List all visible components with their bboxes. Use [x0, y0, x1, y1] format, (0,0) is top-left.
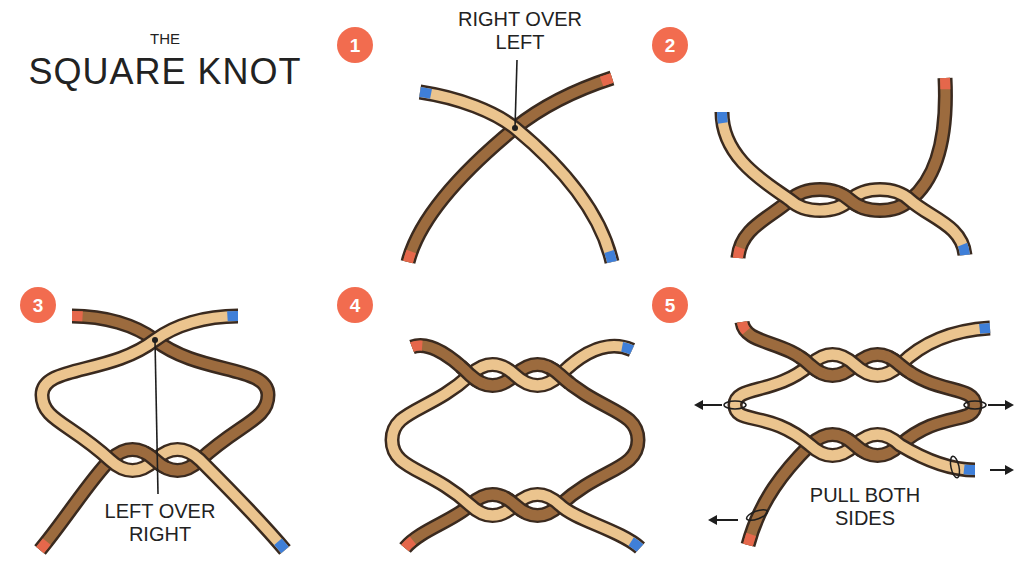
rope-crossing: [738, 78, 945, 258]
rope-outline: [405, 346, 638, 548]
pull-arrow: [714, 519, 738, 521]
rope-crossing: [405, 346, 638, 548]
rope-outline: [738, 78, 945, 258]
arrow-head: [708, 515, 717, 525]
crossing-dot: [512, 125, 518, 131]
rope-crossing: [40, 316, 268, 550]
callout-number: 5: [665, 296, 676, 315]
badge-fill: [652, 287, 688, 323]
rope-outline: [408, 78, 612, 262]
badge-fill: [337, 287, 373, 323]
rope-body: [40, 316, 268, 550]
rope-outline: [42, 316, 285, 550]
badge-fill: [337, 27, 373, 63]
label-block: THE: [150, 30, 180, 47]
callout-number: 2: [665, 36, 676, 55]
grip-ring: [949, 455, 961, 478]
rope-end: [42, 316, 285, 550]
grip-ring: [724, 401, 746, 409]
rope-outline: [722, 112, 965, 255]
rope: [42, 316, 285, 550]
arrow-head: [694, 400, 703, 410]
rope: [722, 112, 965, 255]
rope-outline: [738, 78, 945, 258]
rope-body: [738, 78, 945, 258]
badge-fill: [652, 27, 688, 63]
step-note: PULL BOTH SIDES: [798, 484, 933, 530]
rope-body: [738, 78, 945, 258]
rope-end: [408, 78, 612, 262]
rope-end: [392, 346, 640, 548]
title: SQUARE KNOT: [28, 52, 301, 92]
rope-body: [742, 322, 975, 545]
step-badge: 5: [652, 287, 688, 323]
rope-crossing: [405, 346, 638, 548]
rope-body: [42, 316, 285, 550]
rope-body: [742, 322, 975, 545]
label-block: RIGHT OVER LEFT: [453, 8, 588, 54]
step-note: RIGHT OVER LEFT: [453, 8, 588, 54]
rope-outline: [405, 346, 638, 548]
badge-fill: [20, 287, 56, 323]
arrow-head: [1005, 400, 1014, 410]
rope-crossing: [742, 322, 975, 545]
step-badge: 3: [20, 287, 56, 323]
rope-outline: [742, 322, 975, 545]
step-badge: 4: [337, 287, 373, 323]
rope: [392, 346, 640, 548]
rope-end: [722, 112, 965, 255]
leader-line: [515, 60, 517, 128]
rope-crossing: [742, 322, 975, 545]
grip-ring: [964, 401, 986, 409]
grip-ring: [745, 507, 768, 522]
rope-outline: [742, 322, 975, 545]
rope-body: [405, 346, 638, 548]
rope-body: [742, 322, 975, 545]
rope: [408, 78, 612, 262]
rope-end: [738, 78, 945, 258]
rope-crossing: [405, 346, 638, 548]
rope-body: [722, 112, 965, 255]
callout-number: 4: [350, 296, 361, 315]
title-prefix: THE: [150, 30, 180, 47]
callout-number: 3: [33, 296, 44, 315]
rope-body: [408, 78, 612, 262]
arrow-head: [1005, 465, 1014, 475]
rope-body: [405, 346, 638, 548]
rope-body: [392, 346, 640, 548]
step-badge: 1: [337, 27, 373, 63]
title-block: SQUARE KNOT: [28, 52, 301, 92]
rope-crossing: [742, 322, 975, 545]
rope-body: [405, 346, 638, 548]
label-block: PULL BOTH SIDES: [798, 484, 933, 530]
pull-arrow: [700, 404, 722, 406]
rope-outline: [40, 316, 268, 550]
step-badge: 2: [652, 27, 688, 63]
callout-number: 1: [350, 36, 361, 55]
label-block: LEFT OVER RIGHT: [93, 500, 228, 546]
rope-outline: [742, 322, 975, 545]
step-note: LEFT OVER RIGHT: [93, 500, 228, 546]
crossing-dot: [152, 337, 158, 343]
rope: [738, 78, 945, 258]
rope-outline: [405, 346, 638, 548]
rope-outline: [392, 346, 640, 548]
leader-line: [155, 340, 158, 494]
